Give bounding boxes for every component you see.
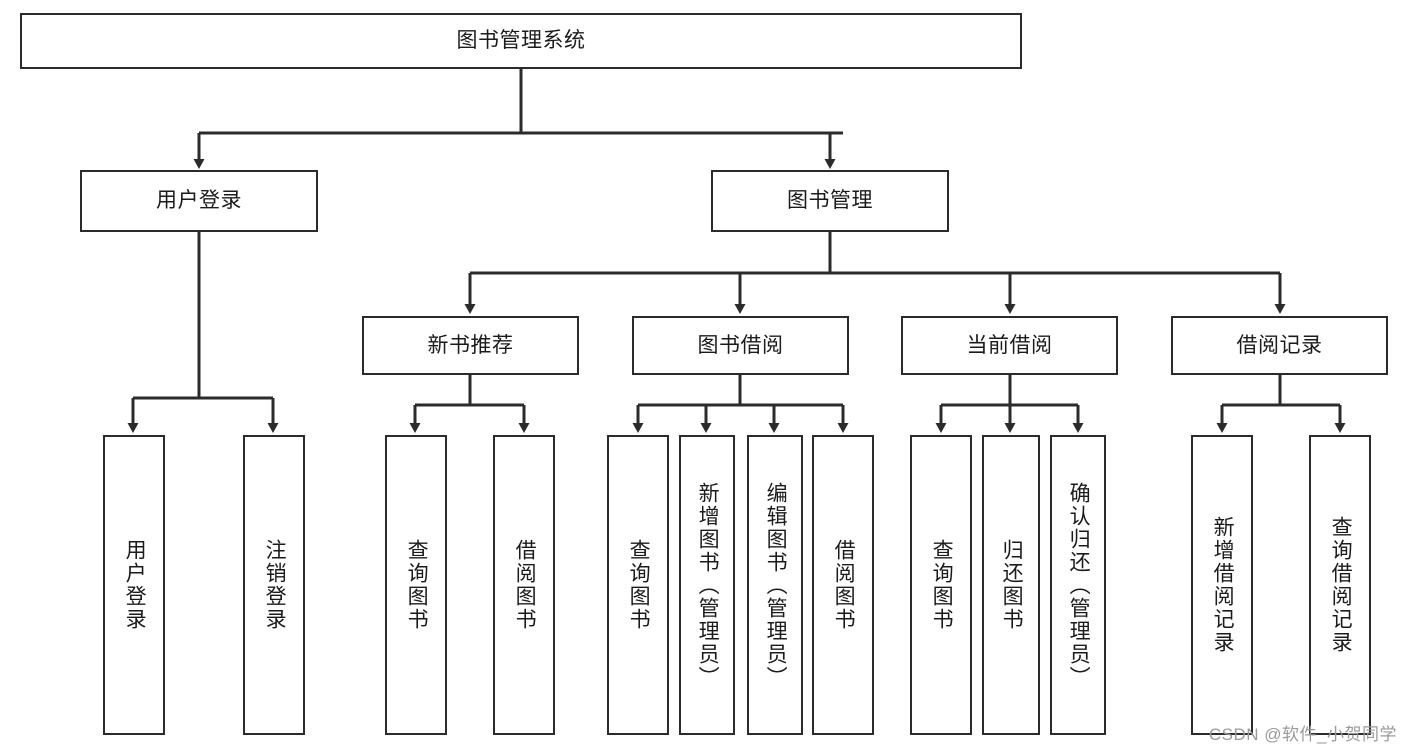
leaf-current-return-book[interactable]: 归还图书	[982, 435, 1040, 735]
leaf-user-logout[interactable]: 注销登录	[243, 435, 305, 735]
node-label: 新增借阅记录	[1211, 516, 1235, 654]
node-label: 确认归还（管理员）	[1067, 481, 1091, 689]
node-book-borrow[interactable]: 图书借阅	[632, 316, 849, 375]
leaf-record-query[interactable]: 查询借阅记录	[1309, 435, 1371, 735]
node-user-login[interactable]: 用户登录	[80, 170, 318, 232]
leaf-borrow-query-book[interactable]: 查询图书	[607, 435, 669, 735]
node-root-system[interactable]: 图书管理系统	[20, 13, 1022, 69]
node-label: 用户登录	[156, 189, 242, 213]
node-label: 查询图书	[405, 539, 429, 631]
node-label: 图书管理系统	[456, 29, 586, 53]
csdn-watermark: CSDN @软件_小贺同学	[1208, 725, 1397, 744]
node-label: 图书管理	[787, 189, 873, 213]
leaf-borrow-borrow-book[interactable]: 借阅图书	[812, 435, 874, 735]
node-label: 借阅记录	[1236, 333, 1323, 357]
node-label: 新书推荐	[427, 333, 514, 357]
leaf-new-book-borrow[interactable]: 借阅图书	[493, 435, 555, 735]
node-label: 查询图书	[930, 539, 954, 631]
node-label: 图书借阅	[697, 333, 784, 357]
leaf-user-login[interactable]: 用户登录	[103, 435, 165, 735]
node-label: 借阅图书	[513, 539, 537, 631]
node-label: 新增图书（管理员）	[696, 481, 720, 689]
node-label: 借阅图书	[832, 539, 856, 631]
leaf-borrow-edit-book-admin[interactable]: 编辑图书（管理员）	[747, 435, 803, 735]
leaf-record-add[interactable]: 新增借阅记录	[1191, 435, 1253, 735]
node-book-management[interactable]: 图书管理	[711, 170, 949, 232]
leaf-new-book-query[interactable]: 查询图书	[385, 435, 447, 735]
node-label: 归还图书	[1000, 539, 1024, 631]
node-label: 注销登录	[263, 539, 287, 631]
node-borrow-records[interactable]: 借阅记录	[1171, 316, 1388, 375]
leaf-borrow-add-book-admin[interactable]: 新增图书（管理员）	[679, 435, 735, 735]
node-label: 查询图书	[627, 539, 651, 631]
node-label: 当前借阅	[966, 333, 1053, 357]
leaf-current-query-book[interactable]: 查询图书	[910, 435, 972, 735]
leaf-current-confirm-return-admin[interactable]: 确认归还（管理员）	[1050, 435, 1106, 735]
node-new-book-recommend[interactable]: 新书推荐	[362, 316, 579, 375]
node-label: 查询借阅记录	[1329, 516, 1353, 654]
node-label: 用户登录	[123, 539, 147, 631]
node-label: 编辑图书（管理员）	[764, 481, 788, 689]
node-current-borrow[interactable]: 当前借阅	[901, 316, 1118, 375]
